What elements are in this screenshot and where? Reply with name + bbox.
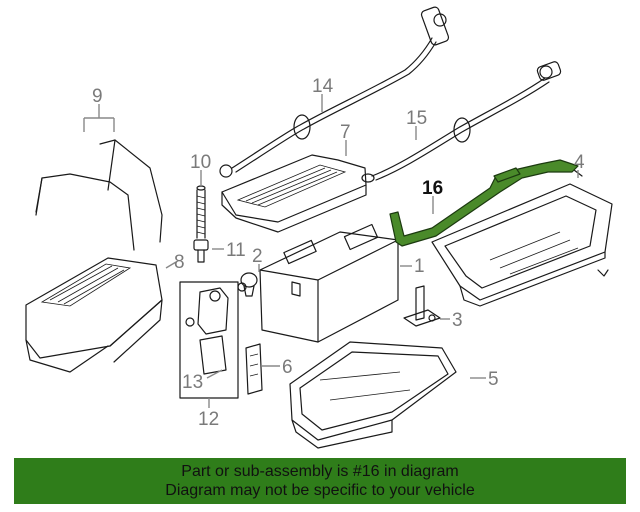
callout-5: 5 (488, 369, 499, 390)
part-1-battery[interactable] (259, 223, 399, 343)
banner-line-1: Part or sub-assembly is #16 in diagram (181, 463, 459, 480)
callout-6: 6 (282, 357, 293, 378)
callout-4: 4 (574, 152, 585, 173)
callout-3: 3 (452, 310, 463, 331)
part-4-battery-tray[interactable] (431, 169, 613, 307)
callout-10: 10 (190, 152, 211, 173)
parts-diagram: 9 14 15 7 10 4 11 2 8 1 3 6 5 13 12 16 (25, 6, 613, 449)
part-15-battery-cable[interactable] (361, 61, 562, 183)
banner-line-2: Diagram may not be specific to your vehi… (165, 482, 475, 499)
part-9-frame[interactable] (35, 139, 163, 251)
part-10-bolt[interactable] (196, 185, 206, 239)
callout-16: 16 (422, 178, 443, 199)
leader-lines (83, 94, 579, 408)
callout-14: 14 (312, 76, 334, 97)
part-11-nut[interactable] (193, 239, 209, 263)
callout-12: 12 (198, 409, 219, 430)
callout-7: 7 (340, 122, 351, 143)
callout-8: 8 (174, 252, 185, 273)
callout-9: 9 (92, 86, 103, 107)
callout-2: 2 (252, 246, 263, 267)
part-5-lower-tray[interactable] (289, 341, 457, 449)
part-6-spacer[interactable] (245, 343, 263, 395)
part-2-clip[interactable] (240, 272, 258, 297)
part-8-battery-housing[interactable] (25, 257, 163, 373)
callout-15: 15 (406, 108, 427, 129)
part-14-battery-cable[interactable] (219, 6, 450, 178)
info-banner: Part or sub-assembly is #16 in diagram D… (14, 458, 626, 504)
part-7-battery-cover[interactable] (221, 154, 367, 233)
callout-11: 11 (226, 240, 246, 261)
callout-labels: 9 14 15 7 10 4 11 2 8 1 3 6 5 13 12 16 (92, 76, 585, 430)
callout-1: 1 (414, 256, 425, 277)
part-3-bracket[interactable] (403, 285, 441, 327)
callout-13: 13 (182, 372, 203, 393)
part-16-battery-cable-highlighted[interactable] (389, 159, 579, 247)
